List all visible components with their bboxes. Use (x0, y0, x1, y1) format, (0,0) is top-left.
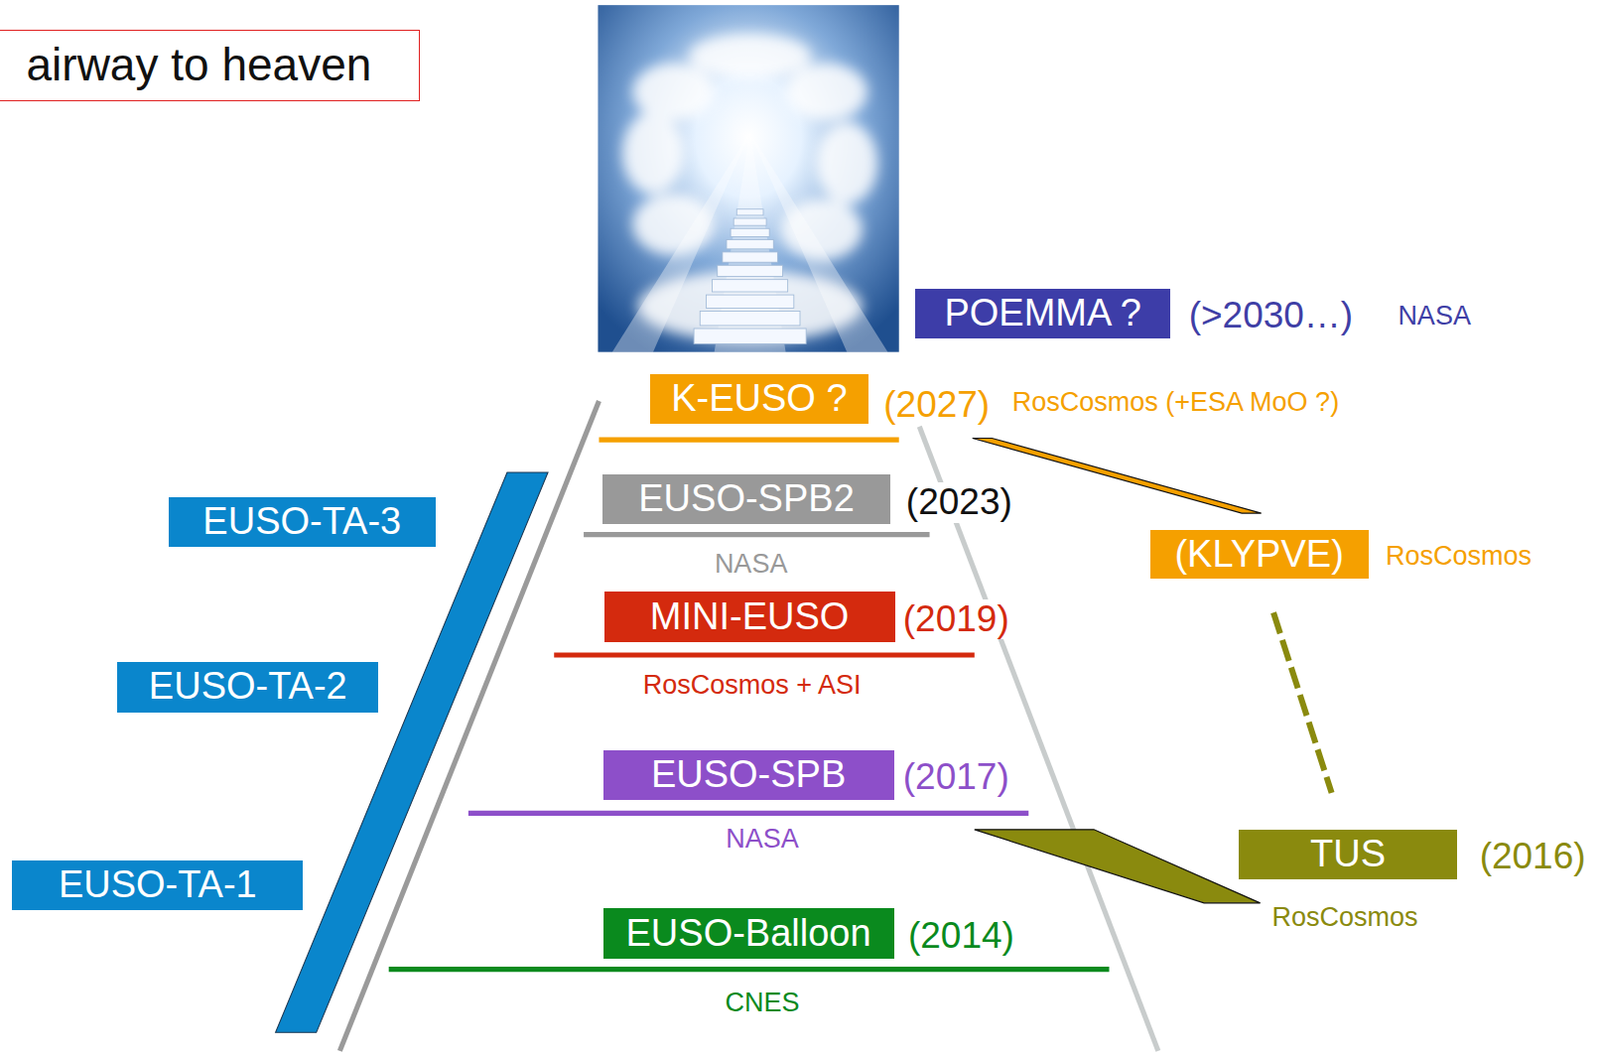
step-line (553, 652, 975, 658)
step-line (598, 437, 899, 443)
agency-label: NASA (723, 824, 801, 855)
year-label: (2017) (901, 757, 1012, 799)
mission-box: K-EUSO ? (650, 374, 869, 424)
agency-label: NASA (712, 549, 791, 580)
mission-name: EUSO-SPB (651, 754, 846, 797)
step-line (583, 532, 931, 537)
lineage-line (1273, 612, 1333, 794)
mission-box: EUSO-TA-2 (117, 662, 379, 712)
mission-box: TUS (1238, 829, 1458, 880)
agency-label: RosCosmos (+ESA MoO ?) (1010, 388, 1341, 418)
mission-box: EUSO-TA-1 (11, 860, 303, 911)
mission-name: EUSO-Balloon (626, 913, 872, 955)
mission-box: EUSO-Balloon (603, 908, 895, 959)
mission-box: EUSO-SPB (603, 750, 895, 800)
ta-bracket (275, 472, 548, 1033)
mission-name: POEMMA ? (943, 292, 1142, 335)
mission-name: TUS (1310, 833, 1386, 876)
mission-name: K-EUSO ? (670, 378, 847, 420)
title-box: airway to heaven (0, 29, 420, 102)
year-label: (2016) (1477, 836, 1589, 878)
mission-name: EUSO-TA-1 (58, 864, 258, 907)
heaven-picture (597, 4, 899, 353)
step-line (389, 966, 1110, 972)
agency-label: RosCosmos + ASI (641, 670, 864, 701)
mission-name: EUSO-TA-2 (148, 666, 348, 708)
year-label: (>2030…) (1187, 295, 1356, 337)
agency-label: NASA (1395, 301, 1473, 332)
mission-name: MINI-EUSO (650, 596, 850, 639)
agency-label: CNES (722, 988, 801, 1019)
year-label: (2023) (904, 482, 1015, 524)
year-label: (2027) (881, 385, 992, 426)
agency-label: RosCosmos (1269, 903, 1420, 934)
lineage-band (972, 437, 1262, 514)
year-label: (2014) (906, 916, 1017, 957)
agency-label: RosCosmos (1383, 541, 1534, 572)
step-line (468, 810, 1029, 816)
year-label: (2019) (901, 599, 1012, 641)
lineage-band (974, 829, 1261, 904)
mission-box: POEMMA ? (915, 288, 1171, 339)
mission-name: EUSO-SPB2 (638, 478, 855, 521)
mission-box: MINI-EUSO (604, 591, 896, 642)
mission-box: EUSO-TA-3 (168, 497, 436, 547)
mission-name: EUSO-TA-3 (202, 501, 401, 543)
mission-name: (KLYPVE) (1174, 533, 1343, 576)
mission-box: EUSO-SPB2 (602, 474, 892, 525)
title: airway to heaven (26, 39, 373, 91)
mission-box: (KLYPVE) (1150, 530, 1369, 580)
